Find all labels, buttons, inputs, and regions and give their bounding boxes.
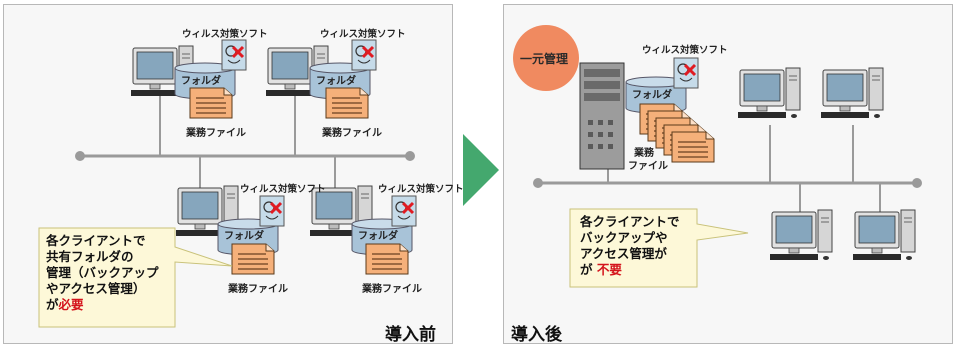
antivirus-label: ウィルス対策ソフト: [182, 29, 268, 40]
antivirus-label: ウィルス対策ソフト: [642, 45, 728, 56]
before-title: 導入前: [385, 325, 436, 345]
folder-label: フォルダ: [181, 76, 221, 87]
centralized-badge: [513, 25, 579, 91]
callout-bubble-after: [569, 208, 749, 288]
file-label: ファイル: [628, 161, 668, 172]
callout-line: バックアップや: [580, 230, 668, 245]
folder-label: フォルダ: [358, 231, 398, 242]
client-pc-after-3: [769, 209, 833, 261]
callout-bubble-before: [38, 227, 233, 328]
client-pc-after-2: [820, 67, 884, 119]
client-pc-after-4: [852, 209, 916, 261]
file-label: 業務ファイル: [186, 128, 246, 139]
file-label: 業務ファイル: [228, 284, 288, 295]
transition-arrow-icon: [463, 134, 499, 206]
antivirus-label: ウィルス対策ソフト: [240, 184, 326, 195]
emphasis-text: 必要: [58, 297, 84, 312]
client-pc-after-1: [737, 67, 801, 119]
antivirus-label: ウィルス対策ソフト: [378, 184, 464, 195]
file-label: 業務ファイル: [322, 128, 382, 139]
folder-label: フォルダ: [316, 76, 356, 87]
server-antivirus-icon: [672, 56, 700, 90]
centralized-badge-label: 一元管理: [520, 52, 569, 66]
callout-text-before: 各クライアントで 共有フォルダの 管理（バックアップ やアクセス管理） が必要: [46, 233, 159, 313]
file-label: 業務ファイル: [362, 284, 422, 295]
callout-line: 各クライアントで: [46, 233, 146, 248]
callout-line: 各クライアントで: [580, 214, 680, 229]
antivirus-label: ウィルス対策ソフト: [320, 29, 406, 40]
callout-line: やアクセス管理）: [46, 281, 146, 296]
callout-line: 管理（バックアップ: [46, 265, 159, 280]
emphasis-text: 不要: [596, 262, 622, 277]
file-label: 業務: [634, 148, 654, 159]
folder-label: フォルダ: [224, 231, 264, 242]
callout-text-after: 各クライアントで バックアップや アクセス管理が が 不要: [580, 214, 680, 278]
callout-line: アクセス管理が: [580, 246, 667, 261]
folder-label: フォルダ: [632, 90, 672, 101]
server-tower-icon: [579, 62, 625, 170]
callout-line: が必要: [46, 297, 84, 312]
callout-line: が 不要: [580, 262, 622, 277]
callout-line: 共有フォルダの: [46, 249, 134, 264]
network-line-after: [533, 125, 922, 215]
after-title: 導入後: [511, 325, 562, 345]
